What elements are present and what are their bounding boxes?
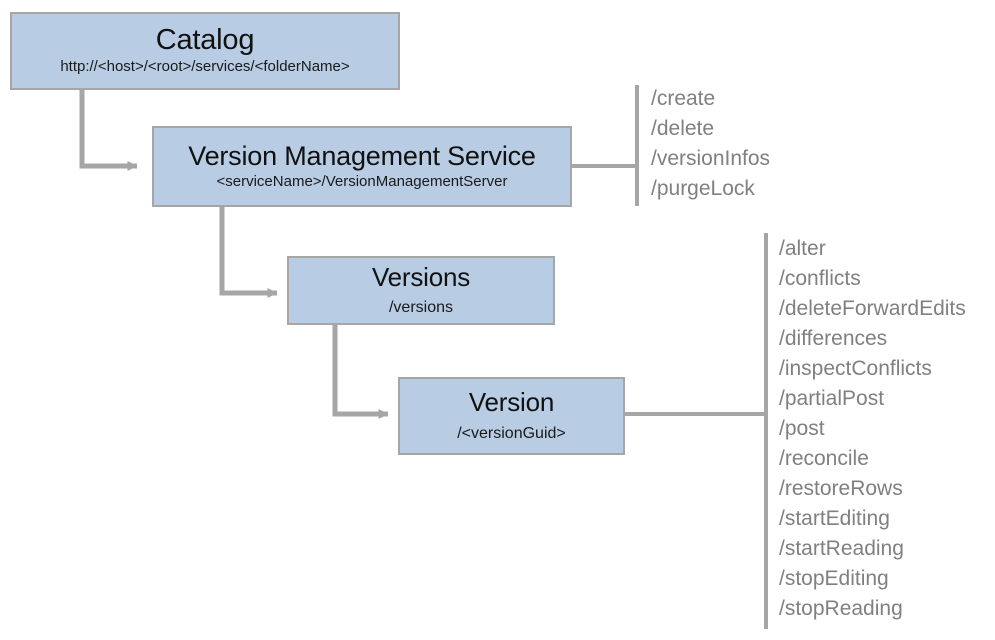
- operation-item[interactable]: /versionInfos: [651, 147, 771, 170]
- operation-item[interactable]: /startReading: [779, 537, 904, 560]
- node-version-title: Version: [468, 387, 555, 418]
- operation-item[interactable]: /delete: [651, 117, 715, 140]
- node-versions[interactable]: Versions /versions: [287, 256, 555, 325]
- connector-versions-to-version: [332, 325, 389, 419]
- connector-service-to-versions: [219, 207, 278, 298]
- operation-item[interactable]: /deleteForwardEdits: [779, 297, 966, 320]
- node-versions-title: Versions: [371, 261, 471, 292]
- node-version-management-service-title: Version Management Service: [188, 140, 536, 171]
- operation-list-service: /create /delete /versionInfos /purgeLock: [651, 84, 770, 204]
- operation-list-version: /alter /conflicts /deleteForwardEdits /d…: [779, 234, 966, 624]
- operation-item[interactable]: /inspectConflicts: [779, 357, 932, 380]
- operation-item[interactable]: /differences: [779, 327, 888, 350]
- node-catalog-path: http://<host>/<root>/services/<folderNam…: [60, 58, 350, 76]
- node-catalog-title: Catalog: [155, 23, 255, 56]
- operation-item[interactable]: /conflicts: [779, 267, 861, 290]
- operation-item[interactable]: /purgeLock: [651, 177, 755, 200]
- node-versions-path: /versions: [388, 299, 454, 317]
- node-version-management-service[interactable]: Version Management Service <serviceName>…: [152, 126, 572, 207]
- operation-item[interactable]: /alter: [779, 237, 826, 260]
- node-catalog[interactable]: Catalog http://<host>/<root>/services/<f…: [10, 12, 400, 90]
- node-version-management-service-path: <serviceName>/VersionManagementServer: [216, 172, 508, 190]
- operation-item[interactable]: /stopReading: [779, 597, 903, 620]
- operation-item[interactable]: /post: [779, 417, 825, 440]
- operation-item[interactable]: /reconcile: [779, 447, 869, 470]
- node-version-path: /<versionGuid>: [457, 424, 566, 442]
- operation-item[interactable]: /stopEditing: [779, 567, 889, 590]
- operation-item[interactable]: /startEditing: [779, 507, 890, 530]
- node-version[interactable]: Version /<versionGuid>: [398, 377, 625, 455]
- operation-item[interactable]: /partialPost: [779, 387, 885, 410]
- connector-catalog-to-service: [79, 90, 138, 171]
- operation-item[interactable]: /restoreRows: [779, 477, 903, 500]
- operation-item[interactable]: /create: [651, 87, 716, 110]
